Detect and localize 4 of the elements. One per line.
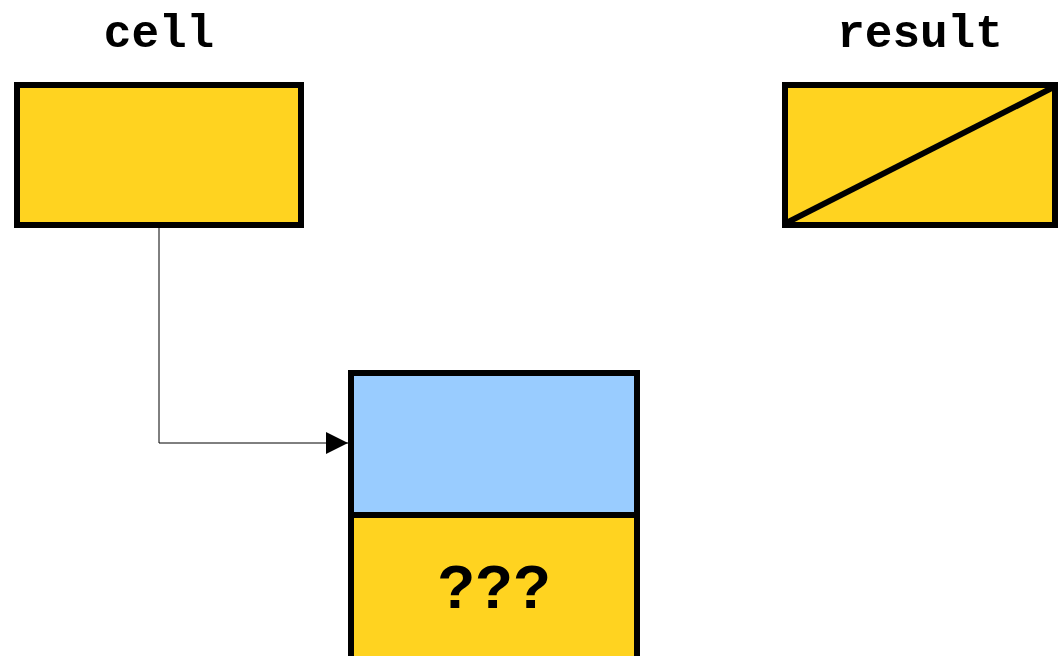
variable-name: result	[836, 10, 1004, 60]
arrow	[158, 227, 349, 454]
variable-name: cell	[102, 10, 216, 60]
value-text: ???	[437, 556, 551, 618]
